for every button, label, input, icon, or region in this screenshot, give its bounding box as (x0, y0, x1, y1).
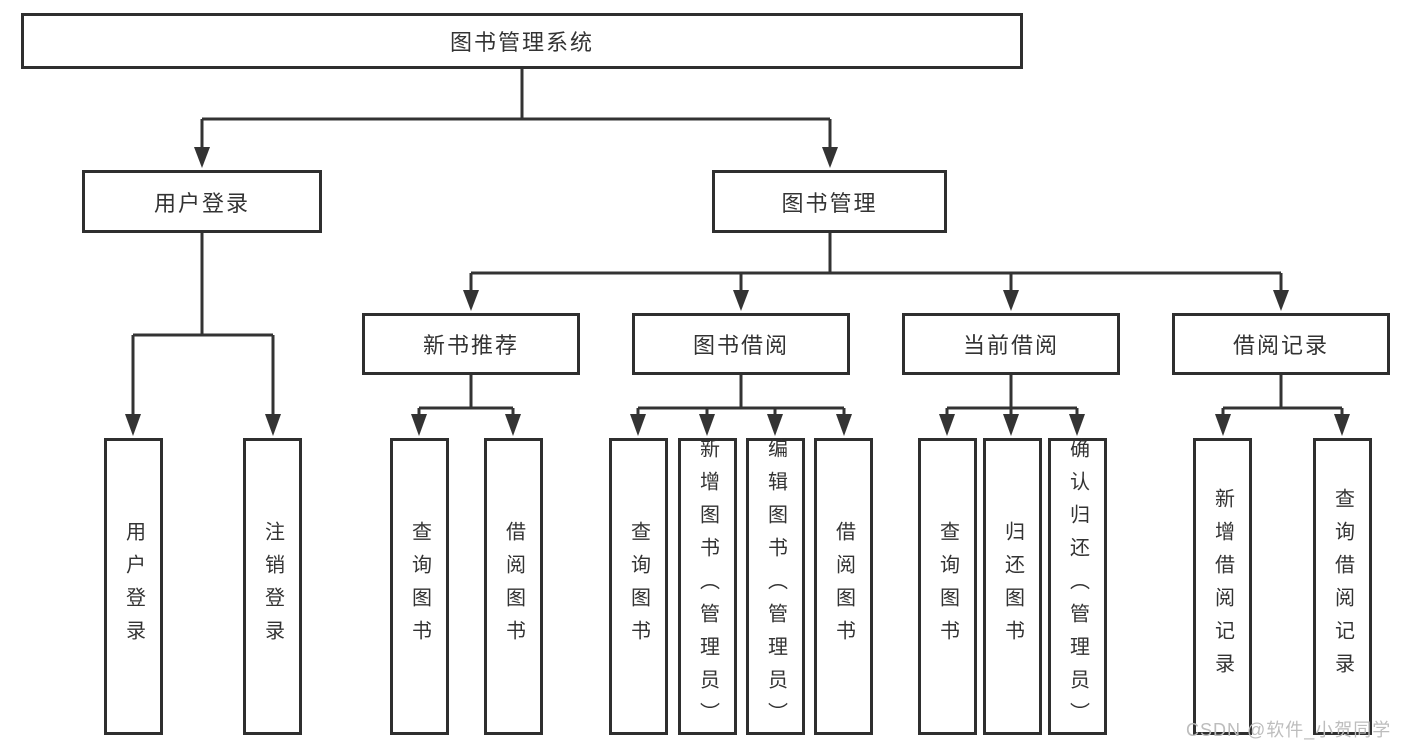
node-book-borrowing: 图书借阅 (632, 313, 850, 375)
leaf-label: 确认归还（管理员） (1066, 438, 1089, 735)
node-user-login: 用户登录 (82, 170, 322, 233)
leaf-label: 查询借阅记录 (1331, 487, 1354, 686)
leaf-query-books-recommend: 查询图书 (390, 438, 449, 735)
leaf-label: 用户登录 (122, 520, 145, 653)
csdn-watermark: CSDN @软件_小贺同学 (1186, 720, 1392, 740)
leaf-label: 查询图书 (408, 520, 431, 653)
node-borrowing-records: 借阅记录 (1172, 313, 1390, 375)
leaf-label: 查询图书 (627, 520, 650, 653)
node-label: 当前借阅 (962, 333, 1059, 358)
leaf-logout-login: 注销登录 (243, 438, 302, 735)
node-label: 图书管理 (781, 190, 878, 216)
leaf-label: 归还图书 (1001, 520, 1024, 653)
leaf-label: 借阅图书 (832, 520, 855, 653)
node-label: 新书推荐 (422, 333, 519, 358)
node-label: 借阅记录 (1232, 333, 1329, 358)
leaf-label: 查询图书 (936, 520, 959, 653)
node-new-book-recommendation: 新书推荐 (362, 313, 580, 375)
node-label: 用户登录 (153, 190, 250, 216)
leaf-add-books-admin: 新增图书（管理员） (678, 438, 737, 735)
node-library-management-system: 图书管理系统 (21, 13, 1023, 69)
leaf-label: 借阅图书 (502, 520, 525, 653)
leaf-edit-books-admin: 编辑图书（管理员） (746, 438, 805, 735)
node-label: 图书借阅 (692, 333, 789, 358)
node-current-borrowing: 当前借阅 (902, 313, 1120, 375)
arrow-head-icons (125, 147, 1350, 436)
leaf-borrow-books-borrowing: 借阅图书 (814, 438, 873, 735)
leaf-label: 新增图书（管理员） (696, 438, 719, 735)
leaf-label: 编辑图书（管理员） (764, 438, 787, 735)
leaf-query-borrow-record: 查询借阅记录 (1313, 438, 1372, 735)
leaf-add-borrow-record: 新增借阅记录 (1193, 438, 1252, 735)
node-book-management: 图书管理 (712, 170, 947, 233)
leaf-user-login: 用户登录 (104, 438, 163, 735)
leaf-label: 新增借阅记录 (1211, 487, 1234, 686)
leaf-label: 注销登录 (261, 520, 284, 653)
leaf-borrow-books-recommend: 借阅图书 (484, 438, 543, 735)
leaf-confirm-return-admin: 确认归还（管理员） (1048, 438, 1107, 735)
leaf-return-books: 归还图书 (983, 438, 1042, 735)
node-label: 图书管理系统 (449, 30, 594, 55)
leaf-query-books-current: 查询图书 (918, 438, 977, 735)
leaf-query-books-borrowing: 查询图书 (609, 438, 668, 735)
